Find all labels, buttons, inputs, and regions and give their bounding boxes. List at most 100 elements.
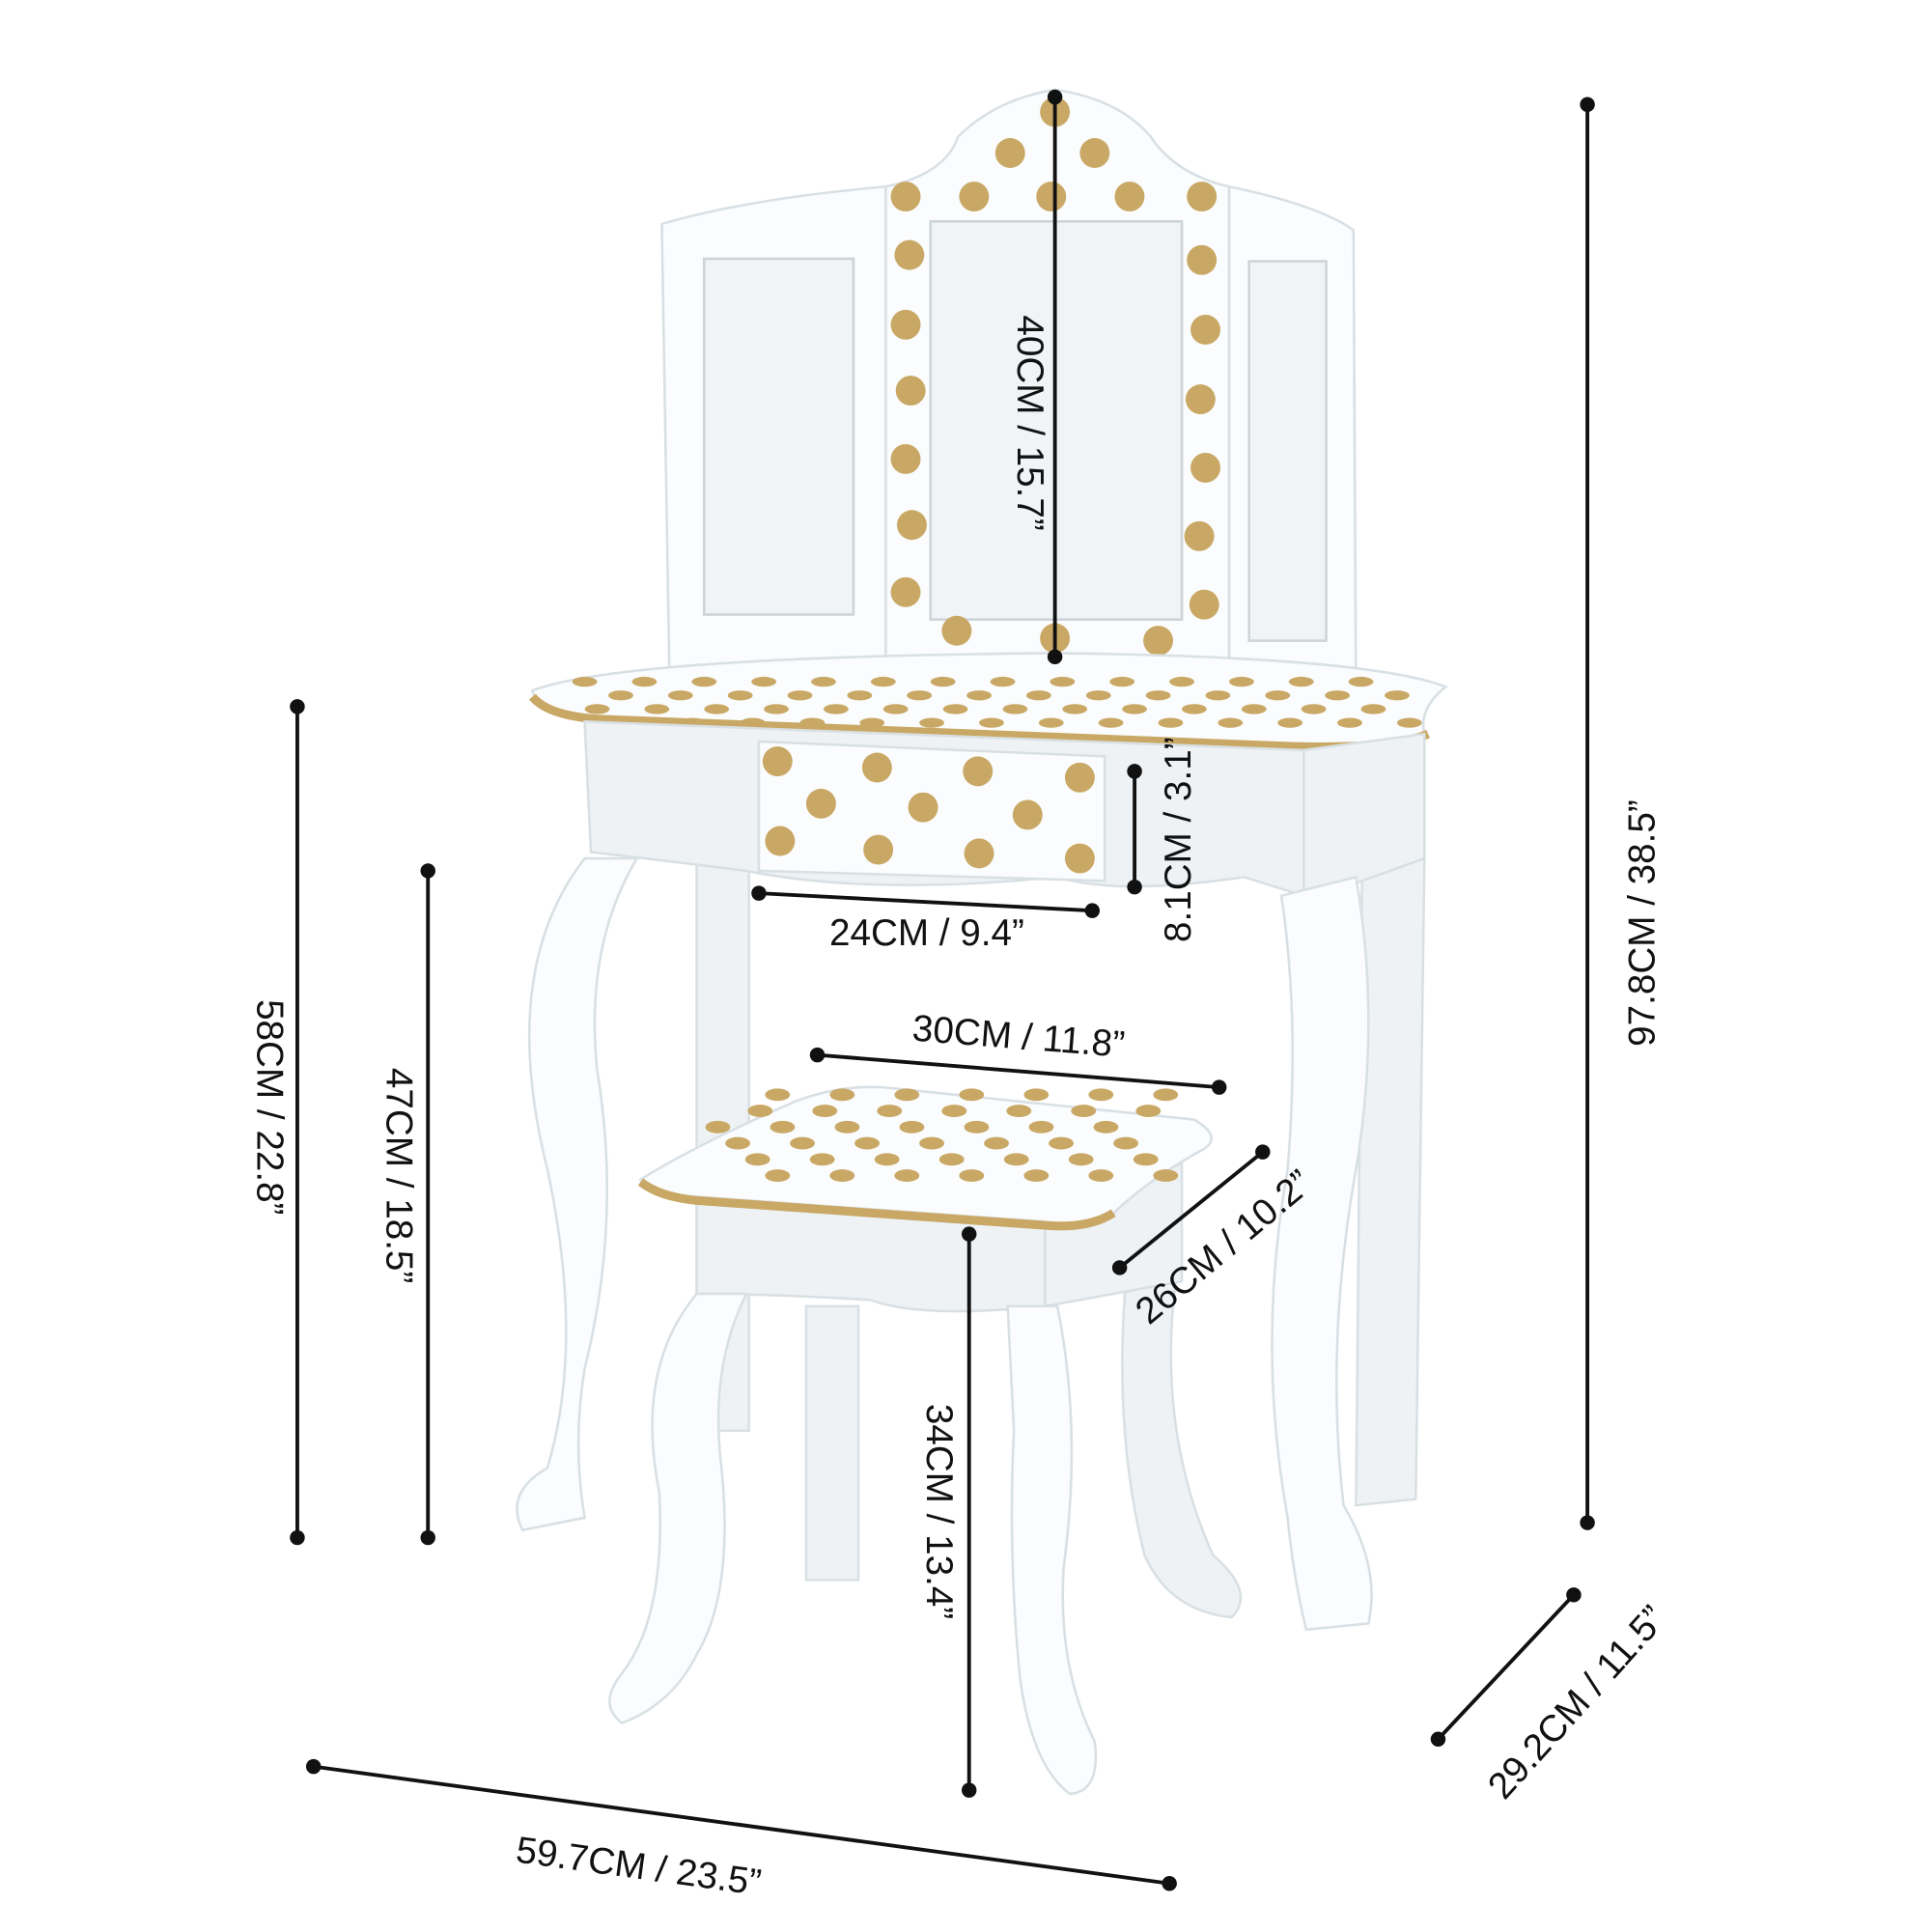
polka-dot (863, 834, 894, 865)
polka-dot (1113, 1136, 1138, 1150)
polka-dot (1187, 182, 1218, 212)
polka-dot (823, 704, 849, 714)
polka-dot (859, 717, 885, 728)
dimension-endpoint (1580, 1515, 1595, 1530)
polka-dot (874, 1153, 900, 1166)
polka-dot (644, 704, 670, 714)
label-drawer-height: 8.1CM / 3.1” (1158, 737, 1199, 942)
polka-dot (1229, 676, 1254, 687)
polka-dot (882, 704, 909, 714)
stool (608, 1085, 1243, 1796)
dimension-endpoint (1211, 1079, 1227, 1095)
polka-dot (1385, 690, 1410, 701)
polka-dot (1205, 690, 1231, 701)
polka-dot (727, 690, 753, 701)
polka-dot (959, 1088, 985, 1102)
polka-dot (725, 1136, 750, 1150)
polka-dot (959, 1169, 985, 1183)
polka-dot (1184, 520, 1215, 551)
polka-dot (1348, 676, 1374, 687)
dimension-endpoint (1084, 903, 1101, 918)
polka-dot (1023, 1088, 1050, 1102)
polka-dot (890, 576, 921, 607)
dimension-endpoint (1127, 879, 1142, 895)
stool-back-leg-right (1121, 1279, 1243, 1619)
polka-dot (1038, 717, 1064, 728)
polka-dot (631, 676, 658, 687)
polka-dot (1114, 182, 1145, 212)
stool-polka-dots (705, 1088, 1179, 1183)
polka-dot (877, 1105, 903, 1118)
polka-dot (1122, 704, 1147, 714)
polka-dot (1064, 762, 1095, 793)
polka-dot (1325, 690, 1350, 701)
polka-dot (895, 376, 926, 406)
polka-dot (1337, 717, 1362, 728)
polka-dot (1006, 1105, 1032, 1118)
polka-dot (964, 1120, 990, 1134)
dimension-endpoint (961, 1226, 977, 1242)
polka-dot (747, 1105, 773, 1118)
polka-dot (1218, 717, 1244, 728)
label-table-depth: 29.2CM / 11.5” (1480, 1598, 1674, 1807)
polka-dot (1068, 1153, 1094, 1166)
polka-dot (963, 756, 994, 787)
dimension-line-table-width (313, 1764, 1170, 1886)
polka-dot (899, 1120, 925, 1134)
dimension-lines (290, 89, 1595, 1891)
polka-dot (1187, 244, 1218, 275)
polka-dot (744, 1153, 770, 1166)
polka-dot (1003, 1153, 1029, 1166)
polka-dot (740, 717, 766, 728)
apron-side (1302, 732, 1426, 904)
polka-dot (1002, 704, 1028, 714)
polka-dot (1182, 704, 1207, 714)
polka-dot (1050, 676, 1076, 687)
polka-dot (584, 704, 610, 714)
polka-dot (1189, 589, 1219, 620)
polka-dot (1012, 799, 1043, 830)
polka-dot (809, 1153, 835, 1166)
polka-dot (1028, 1120, 1054, 1134)
polka-dot (861, 752, 892, 783)
polka-dot (1185, 384, 1216, 415)
dimension-endpoint (961, 1782, 977, 1798)
polka-dot (919, 717, 944, 728)
polka-dot (964, 838, 994, 869)
polka-dot (941, 615, 972, 646)
polka-dot (1062, 704, 1088, 714)
polka-dot (1093, 1120, 1119, 1134)
polka-dot (704, 704, 730, 714)
polka-dot (1143, 626, 1174, 657)
polka-dot (984, 1136, 1009, 1150)
polka-dot (805, 788, 836, 819)
polka-dot (979, 717, 1004, 728)
dimension-endpoint (1162, 1876, 1177, 1891)
polka-dot (894, 239, 925, 270)
mirror-left (702, 257, 855, 616)
polka-dot (1277, 717, 1303, 728)
polka-dot (941, 1105, 967, 1118)
polka-dot (1064, 843, 1095, 874)
polka-dot (1088, 1088, 1114, 1102)
polka-dot (890, 443, 921, 474)
polka-dot (919, 1136, 944, 1150)
polka-dot (1098, 717, 1124, 728)
polka-dot (834, 1120, 860, 1134)
polka-dot (930, 676, 956, 687)
polka-dot (1079, 138, 1110, 168)
polka-dot (1241, 704, 1267, 714)
label-mirror-height: 40CM / 15.7” (1009, 315, 1050, 530)
label-table-width: 59.7CM / 23.5” (514, 1830, 764, 1904)
polka-dot (890, 182, 921, 212)
front-leg-right (1271, 875, 1373, 1632)
polka-dot (1025, 690, 1051, 701)
polka-dot (847, 690, 873, 701)
dimension-line-drawer-width (758, 891, 1093, 913)
polka-dot (790, 1136, 815, 1150)
polka-dot (572, 676, 598, 687)
label-total-height: 97.8CM / 38.5” (1622, 799, 1664, 1047)
label-stool-height: 34CM / 13.4” (918, 1404, 960, 1619)
polka-dot (1085, 690, 1111, 701)
